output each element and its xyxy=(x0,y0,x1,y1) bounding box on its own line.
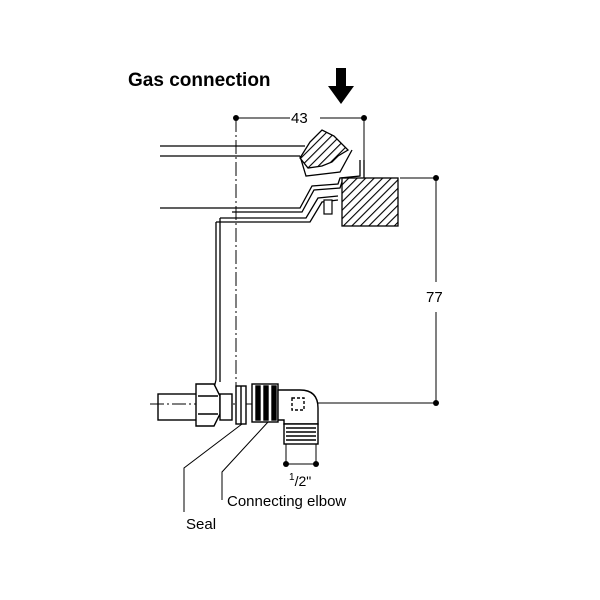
fixing-clip xyxy=(323,199,333,215)
pan-support xyxy=(299,129,350,169)
width-dimension-label: 43 xyxy=(291,110,308,127)
connecting-elbow-label: Connecting elbow xyxy=(227,493,346,510)
dimension-dot xyxy=(283,461,289,467)
seal xyxy=(235,385,247,425)
height-dimension-label: 77 xyxy=(426,289,443,306)
thread-numerator: 1 xyxy=(289,472,295,483)
width-dimension: 43 xyxy=(233,110,367,127)
dimension-dot xyxy=(433,400,439,406)
pipe-collar xyxy=(219,393,233,421)
thread-dimension-label: 1/2" xyxy=(289,472,311,489)
pipe-nut xyxy=(195,383,221,427)
thread-dimension: 1/2" xyxy=(283,444,319,489)
dimension-dot xyxy=(433,175,439,181)
thread-stub xyxy=(251,383,279,423)
diagram-title: Gas connection xyxy=(128,70,271,91)
leader-lines xyxy=(183,421,269,512)
height-dimension: 77 xyxy=(318,175,443,406)
connecting-elbow xyxy=(277,389,319,445)
gas-pipe xyxy=(157,393,199,421)
insertion-arrow-icon xyxy=(328,68,354,104)
dimension-dot xyxy=(313,461,319,467)
hob-body-block xyxy=(341,177,399,227)
thread-denominator: /2" xyxy=(295,473,312,489)
wall-profile xyxy=(213,218,221,389)
seal-label: Seal xyxy=(186,516,216,533)
